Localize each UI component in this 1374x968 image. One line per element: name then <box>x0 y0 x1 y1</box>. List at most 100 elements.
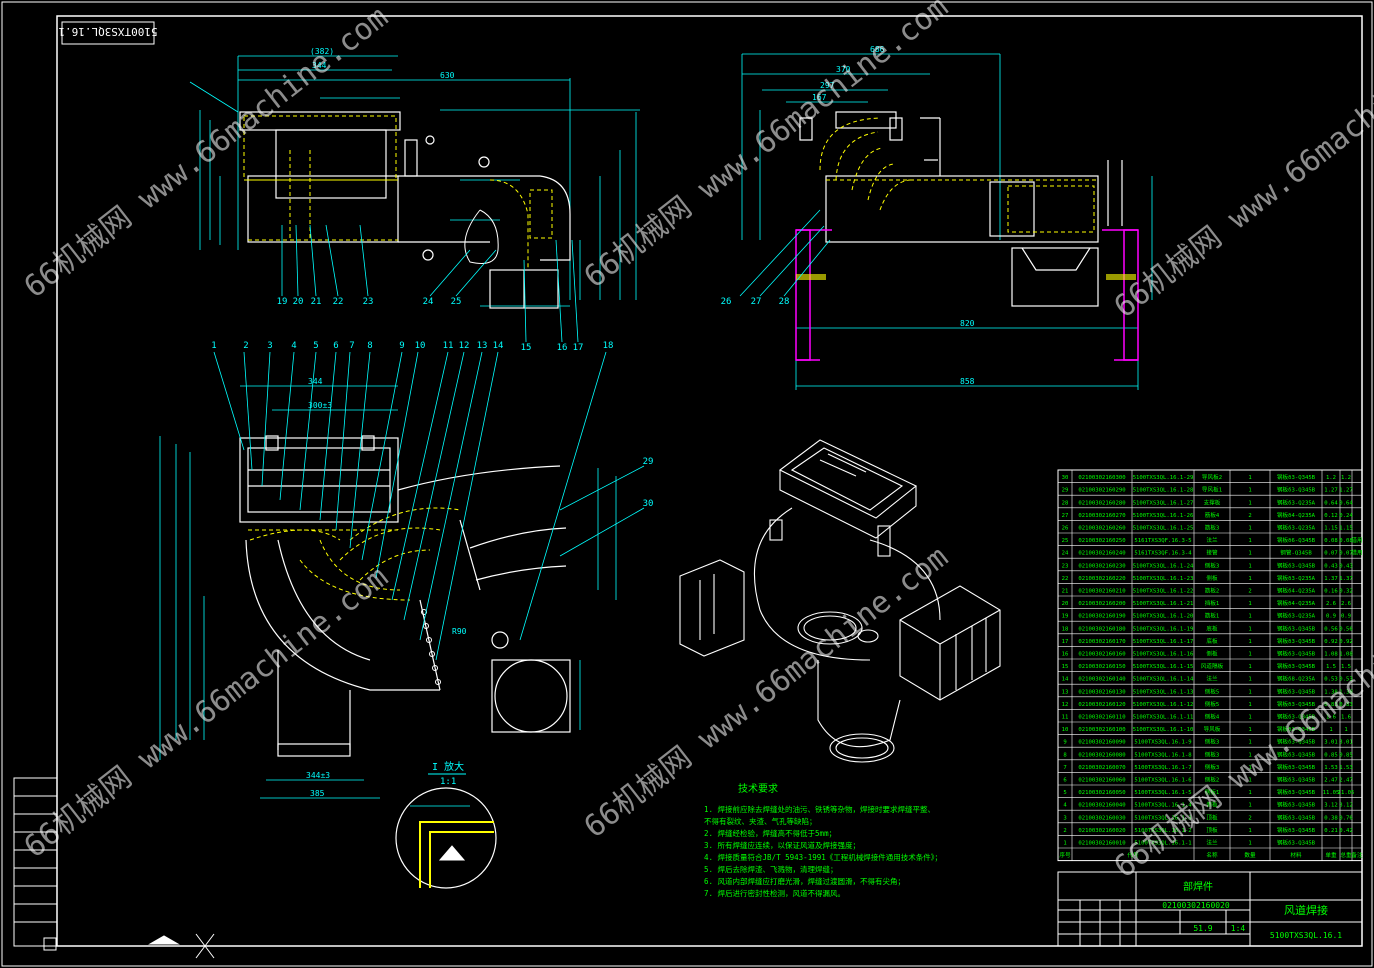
bom-cell: 29 <box>1062 488 1069 494</box>
bom-cell: 3.12 <box>1339 803 1352 809</box>
callout-28: 28 <box>779 297 790 307</box>
bom-cell: 5100TXS3QL.16.1-13 <box>1133 689 1194 695</box>
bom-cell: 10 <box>1062 727 1069 733</box>
bom-cell: 1 <box>1248 563 1251 569</box>
bom-cell: 15 <box>1062 664 1069 670</box>
callout-26: 26 <box>721 297 732 307</box>
bom-header-cell: 代号 <box>1127 851 1139 859</box>
bom-cell: 1 <box>1248 525 1251 531</box>
bom-cell: 5100TXS3QL.16.1-24 <box>1133 563 1194 569</box>
bom-cell: 02100302160120 <box>1078 702 1125 708</box>
bom-cell: 钢板δ3-Q345B <box>1277 662 1316 670</box>
dim-front-top-width: 630 <box>440 71 455 80</box>
tech-req-line-8: 7. 焊后进行密封性检测，风道不得漏风。 <box>704 888 845 898</box>
bom-cell: 侧板 <box>1206 801 1218 809</box>
bom-cell: 0.9 <box>1341 614 1351 620</box>
bom-cell: 23 <box>1062 563 1069 569</box>
bom-cell: 17 <box>1062 639 1069 645</box>
bom-cell: 02100302160220 <box>1078 576 1125 582</box>
bom-cell: 5100TXS3QL.16.1-1 <box>1134 840 1191 846</box>
bom-cell: 钢板δ3-Q345B <box>1277 738 1316 746</box>
callout-18: 18 <box>603 341 614 351</box>
bom-cell: 钢板δ3-Q345B <box>1277 725 1316 733</box>
bom-cell: 0.53 <box>1339 677 1352 683</box>
bom-cell: 5100TXS3QL.16.1-25 <box>1133 525 1194 531</box>
bom-cell: 02100302160270 <box>1078 513 1125 519</box>
bom-cell: 24 <box>1062 551 1069 557</box>
bom-cell: 1 <box>1248 727 1251 733</box>
tech-req-line-3: 2. 焊缝经检验，焊缝高不得低于5mm； <box>704 828 836 838</box>
bom-cell: 6 <box>1063 777 1066 783</box>
tech-req-line-6: 5. 焊后去除焊渣、飞溅物，清理焊缝； <box>704 864 838 874</box>
bom-cell: 1.38 <box>1324 689 1338 695</box>
bom-cell: 钢板δ3-Q345B <box>1277 473 1316 481</box>
bom-cell: 支撑板 <box>1204 498 1221 506</box>
callout-4: 4 <box>291 341 296 351</box>
bom-cell: 导风板 <box>1204 725 1221 733</box>
bom-cell: 0.92 <box>1339 639 1352 645</box>
bom-cell: 5100TXS3QL.16.1-28 <box>1133 488 1194 494</box>
bom-cell: 导风板1 <box>1202 486 1222 494</box>
bom-cell: 侧板5 <box>1205 687 1220 695</box>
bom-cell: 1 <box>1248 828 1251 834</box>
bom-cell: 5161TXS3QF.16.3-5 <box>1134 538 1191 544</box>
callout-24: 24 <box>423 297 434 307</box>
watermark-2: 66机械网 www.66machine.com <box>578 0 955 295</box>
bom-cell: 5100TXS3QL.16.1-17 <box>1133 639 1194 645</box>
bom-cell: 02100302160040 <box>1078 803 1125 809</box>
bom-cell: 0.56 <box>1339 626 1352 632</box>
bom-cell: 筋板2 <box>1205 586 1220 594</box>
plan-view: 344 300±3 385 344±3 <box>159 341 654 799</box>
bom-cell: 2 <box>1248 815 1251 821</box>
bom-cell: 1 <box>1248 777 1251 783</box>
callout-2: 2 <box>243 341 248 351</box>
bom-cell: 0.9 <box>1326 614 1336 620</box>
callout-25: 25 <box>451 297 462 307</box>
bom-cell: 钢板δ3-Q235A <box>1277 574 1316 582</box>
bom-cell: 1.27 <box>1339 488 1352 494</box>
bom-cell: 5100TXS3QL.16.1-23 <box>1133 576 1194 582</box>
bom-cell: 顶板 <box>1206 813 1218 821</box>
bom-cell: 02100302160140 <box>1078 677 1125 683</box>
callout-21: 21 <box>311 297 322 307</box>
bom-cell: 钢板δ3-Q345B <box>1277 763 1316 771</box>
watermark-3: 66机械网 www.66machine.com <box>1108 20 1374 325</box>
bom-cell: 0.07 <box>1339 551 1352 557</box>
bom-cell: 0.08 <box>1324 538 1338 544</box>
bom-cell: 8 <box>1063 752 1067 758</box>
bom-cell: 1 <box>1248 626 1251 632</box>
bom-cell: 1 <box>1248 488 1251 494</box>
dim-side-bottom2: 858 <box>960 377 975 386</box>
bom-cell: 2 <box>1248 588 1251 594</box>
callout-30: 30 <box>643 499 654 509</box>
bom-cell: 底板 <box>1206 624 1218 632</box>
bom-header-cell: 单重 <box>1325 851 1337 859</box>
bom-cell: 法兰 <box>1206 675 1218 683</box>
bom-cell: 0.38 <box>1324 815 1338 821</box>
bom-header-cell: 名称 <box>1206 851 1218 859</box>
bom-cell: 02100302160300 <box>1078 475 1125 481</box>
callout-20: 20 <box>293 297 304 307</box>
callout-23: 23 <box>363 297 374 307</box>
bom-cell: 1.53 <box>1324 765 1337 771</box>
bom-cell: 02100302160260 <box>1078 525 1125 531</box>
bom-cell: 侧板 <box>1206 574 1218 582</box>
callout-22: 22 <box>333 297 344 307</box>
bom-cell: 0.16 <box>1324 588 1337 594</box>
bom-cell: 钢板δ3-Q345B <box>1277 801 1316 809</box>
bom-cell: 1.08 <box>1324 651 1338 657</box>
dim-side-bottom1: 820 <box>960 319 975 328</box>
watermark-1: 66机械网 www.66machine.com <box>18 0 395 305</box>
bom-cell: 接管 <box>1206 549 1218 557</box>
bom-cell: 02100302160160 <box>1078 651 1125 657</box>
bom-cell: 0.24 <box>1339 513 1353 519</box>
bom-cell: 02100302160180 <box>1078 626 1125 632</box>
bom-cell: 0.43 <box>1324 563 1337 569</box>
bom-cell: 0.56 <box>1324 626 1337 632</box>
title-material-code: 02100302160020 <box>1162 901 1230 910</box>
bom-cell: 筋板1 <box>1205 612 1220 620</box>
bom-cell: 1.08 <box>1339 651 1353 657</box>
bom-cell: 钢板δ3-Q345B <box>1277 687 1316 695</box>
